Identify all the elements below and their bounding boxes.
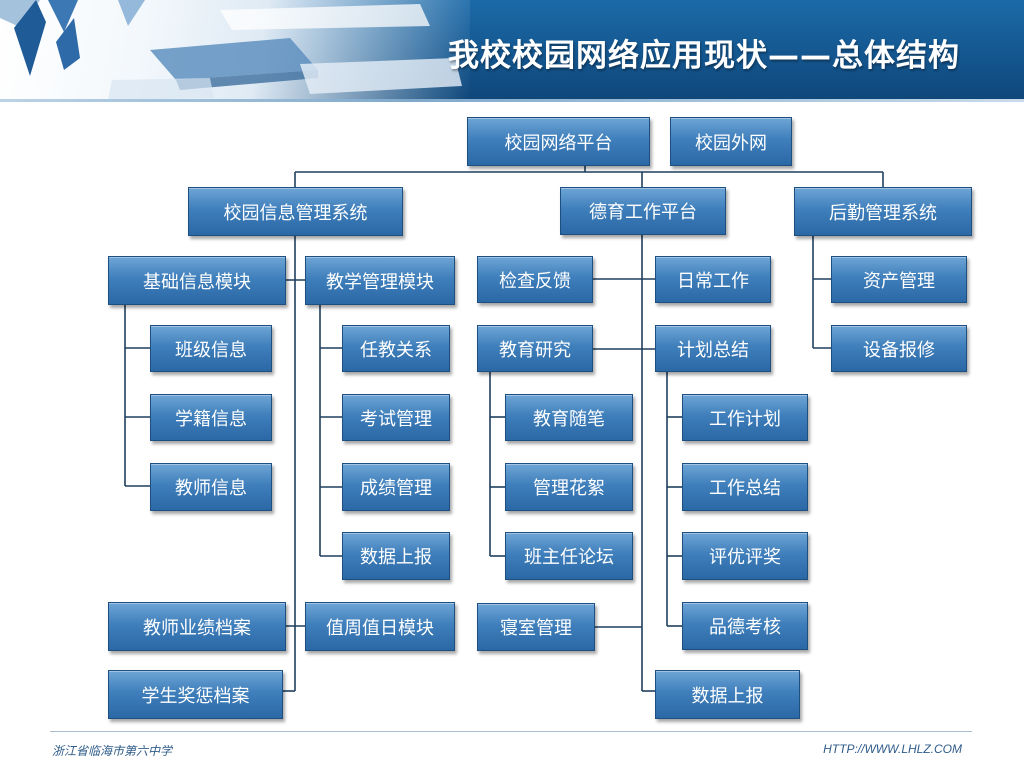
node-moral-assessment: 品德考核 bbox=[682, 602, 808, 650]
node-plan-summary: 计划总结 bbox=[655, 325, 771, 372]
node-asset-management: 资产管理 bbox=[831, 256, 967, 303]
header-decoration bbox=[0, 0, 462, 100]
node-management-highlights: 管理花絮 bbox=[505, 463, 633, 511]
node-score-management: 成绩管理 bbox=[342, 463, 450, 511]
node-teaching-data-report: 数据上报 bbox=[342, 532, 450, 580]
node-daily-work: 日常工作 bbox=[655, 256, 771, 303]
node-inspection-feedback: 检查反馈 bbox=[477, 256, 593, 303]
node-awards-evaluation: 评优评奖 bbox=[682, 532, 808, 580]
node-education-research: 教育研究 bbox=[477, 325, 593, 372]
footer-url: HTTP://WWW.LHLZ.COM bbox=[823, 742, 962, 756]
node-exam-management: 考试管理 bbox=[342, 394, 450, 441]
node-campus-external-network: 校园外网 bbox=[670, 117, 792, 166]
node-teaching-assignment: 任教关系 bbox=[342, 325, 450, 372]
node-info-management-system: 校园信息管理系统 bbox=[188, 187, 403, 236]
diamond-shape-dark bbox=[14, 0, 46, 76]
node-equipment-repair: 设备报修 bbox=[831, 325, 967, 372]
footer-school-name: 浙江省临海市第六中学 bbox=[52, 744, 173, 758]
slide-title: 我校校园网络应用现状——总体结构 bbox=[448, 38, 960, 74]
node-logistics-system: 后勤管理系统 bbox=[794, 187, 972, 236]
node-student-status-info: 学籍信息 bbox=[150, 394, 272, 441]
slide-header: 我校校园网络应用现状——总体结构 bbox=[0, 0, 1024, 102]
node-moral-education-platform: 德育工作平台 bbox=[560, 187, 726, 235]
node-campus-network-platform: 校园网络平台 bbox=[467, 117, 650, 166]
node-moral-data-report: 数据上报 bbox=[655, 670, 800, 719]
header-rule bbox=[0, 99, 1024, 102]
node-basic-info-module: 基础信息模块 bbox=[108, 256, 286, 305]
node-duty-module: 值周值日模块 bbox=[305, 602, 455, 651]
node-dorm-management: 寝室管理 bbox=[477, 603, 595, 651]
node-student-rewards-archive: 学生奖惩档案 bbox=[108, 670, 283, 719]
node-education-essays: 教育随笔 bbox=[505, 394, 633, 441]
node-teacher-performance-archive: 教师业绩档案 bbox=[108, 602, 286, 651]
node-work-plan: 工作计划 bbox=[682, 394, 808, 441]
node-class-info: 班级信息 bbox=[150, 325, 272, 372]
node-teacher-info: 教师信息 bbox=[150, 463, 272, 511]
node-headteacher-forum: 班主任论坛 bbox=[505, 532, 633, 580]
node-teaching-management-module: 教学管理模块 bbox=[305, 256, 455, 305]
node-work-summary: 工作总结 bbox=[682, 463, 808, 511]
footer-rule bbox=[50, 731, 972, 732]
